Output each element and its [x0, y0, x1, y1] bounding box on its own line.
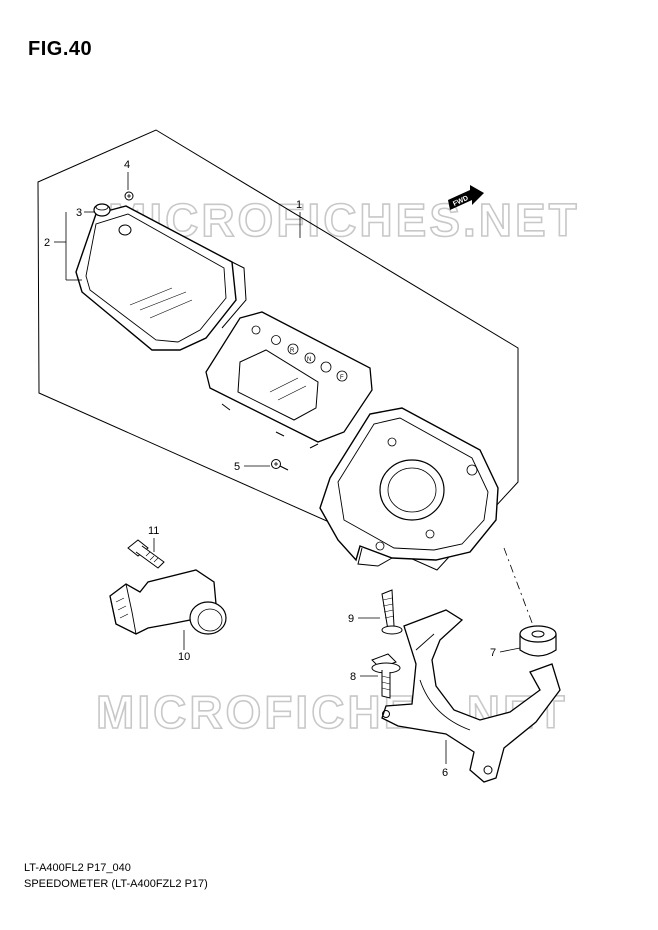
meter-case-cover	[75, 205, 247, 351]
speed-sensor	[109, 569, 227, 635]
callout-10: 10	[178, 630, 190, 663]
gear-indicator-r	[287, 343, 299, 355]
mounting-dashed-line	[503, 547, 535, 629]
svg-text:6: 6	[442, 767, 448, 779]
grommet-icon	[519, 625, 557, 657]
cap-icon	[93, 203, 111, 217]
callout-1: 1	[296, 199, 302, 238]
callout-2: 2	[44, 212, 82, 281]
screw-icon	[124, 191, 134, 201]
callout-11: 11	[148, 525, 159, 552]
svg-text:7: 7	[490, 647, 496, 659]
callout-8: 8	[350, 671, 378, 683]
meter-panel: R N F	[205, 311, 373, 449]
callout-4: 4	[124, 159, 130, 190]
callout-3: 3	[76, 207, 94, 219]
gear-label-n: N	[307, 357, 311, 363]
gear-indicator-n	[304, 352, 316, 364]
figure-title: FIG.40	[28, 38, 93, 60]
callout-9: 9	[348, 613, 380, 625]
svg-text:1: 1	[296, 199, 302, 211]
meter-bracket	[381, 609, 561, 783]
temp-indicator-icon	[320, 361, 332, 373]
meter-housing	[319, 407, 499, 567]
svg-text:9: 9	[348, 613, 354, 625]
svg-text:4: 4	[124, 159, 130, 171]
bolt-icon	[371, 653, 401, 699]
screw-icon	[271, 459, 289, 471]
svg-text:11: 11	[148, 525, 159, 537]
svg-text:5: 5	[234, 461, 240, 473]
svg-text:8: 8	[350, 671, 356, 683]
screw-icon	[381, 589, 403, 635]
callout-7: 7	[490, 647, 521, 659]
figure-description: SPEEDOMETER (LT-A400FZL2 P17)	[24, 878, 208, 890]
callout-6: 6	[442, 740, 448, 779]
bolt-icon	[127, 539, 165, 569]
gear-indicator-f	[336, 370, 348, 382]
assembly-boundary	[37, 129, 519, 571]
figure-model-code: LT-A400FL2 P17_040	[24, 862, 131, 874]
callout-5: 5	[234, 461, 270, 473]
gear-label-r: R	[290, 348, 295, 354]
svg-text:2: 2	[44, 237, 50, 249]
svg-text:10: 10	[178, 651, 190, 663]
svg-text:3: 3	[76, 207, 82, 219]
gear-label-f: F	[340, 375, 344, 381]
